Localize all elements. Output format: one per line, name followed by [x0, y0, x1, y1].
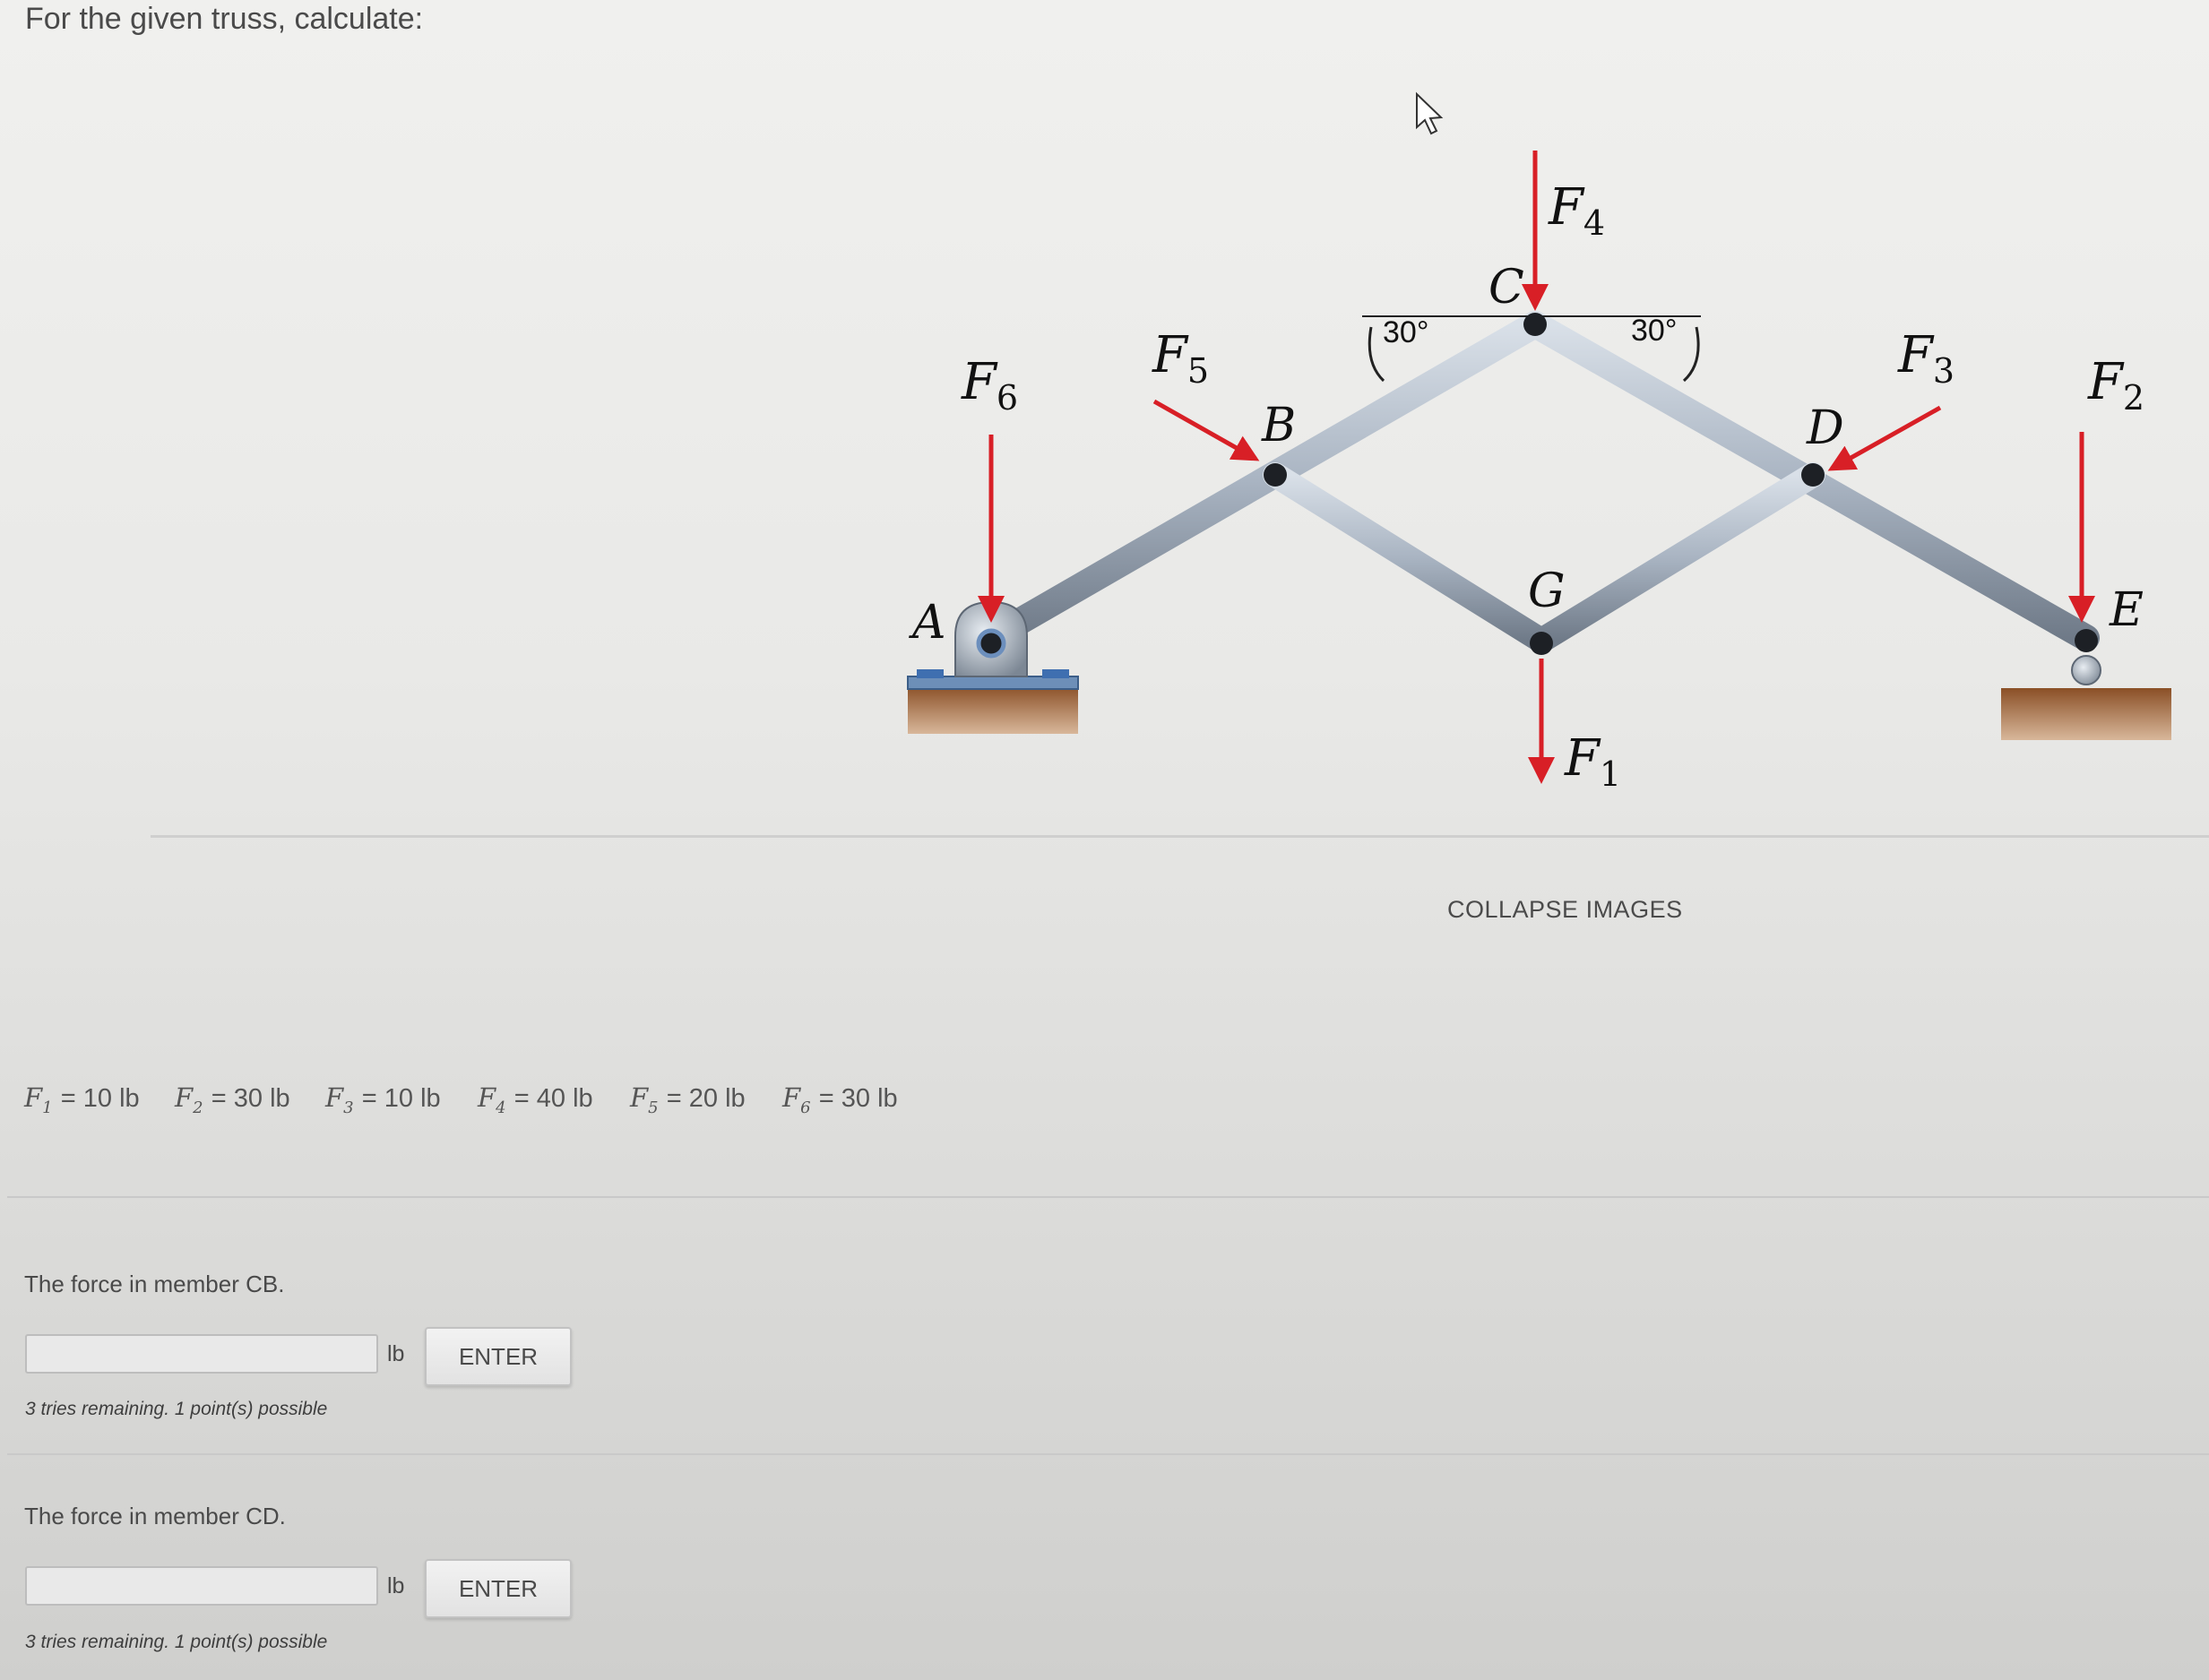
node-label-G: G [1528, 564, 1566, 618]
node-D [1801, 463, 1825, 487]
node-label-A: A [909, 596, 946, 650]
node-label-C: C [1488, 261, 1524, 314]
angle-arc-right [1682, 326, 1700, 383]
member-cd-answer-input[interactable] [25, 1566, 378, 1606]
node-label-D: D [1806, 401, 1844, 455]
member-cb-answer-input[interactable] [25, 1334, 378, 1374]
arrow-F5 [1152, 399, 1260, 461]
given-value-F5: F5 = 20 lb [630, 1082, 746, 1117]
given-value-F4: F4 = 40 lb [478, 1082, 593, 1117]
question-cb-label: The force in member CB. [24, 1271, 285, 1297]
force-label-F2: F2 [2087, 353, 2144, 418]
question-prompt: For the given truss, calculate: [25, 2, 424, 36]
mouse-cursor-icon [1416, 91, 1444, 135]
node-G [1530, 632, 1553, 655]
force-label-F6: F6 [961, 353, 1018, 418]
member-cd-enter-button[interactable]: ENTER [425, 1559, 572, 1618]
angle-left-label: 30° [1383, 315, 1428, 349]
collapse-images-link[interactable]: COLLAPSE IMAGES [1447, 896, 1683, 923]
section-divider [7, 1196, 2209, 1198]
member-BG [1263, 462, 1554, 653]
node-B [1264, 463, 1287, 487]
pin-support-A [907, 600, 1079, 734]
force-label-F4: F4 [1548, 178, 1605, 243]
truss-figure-panel: 30° 30° [151, 81, 2209, 838]
member-cd-tries-remaining: 3 tries remaining. 1 point(s) possible [25, 1632, 328, 1652]
member-AC [978, 311, 1549, 651]
member-cb-enter-button[interactable]: ENTER [425, 1327, 572, 1386]
question-divider [7, 1453, 2209, 1455]
truss-nodes [1264, 313, 2098, 655]
given-value-F1: F1 = 10 lb [24, 1082, 140, 1117]
angle-arc-left [1368, 326, 1385, 383]
arrow-F3 [1827, 405, 1942, 471]
truss-diagram: 30° 30° [907, 91, 2171, 794]
node-label-E: E [2109, 583, 2144, 637]
member-cb-unit: lb [387, 1341, 405, 1366]
force-label-F5: F5 [1152, 326, 1209, 391]
given-value-F3: F3 = 10 lb [325, 1082, 441, 1117]
member-DG [1529, 462, 1825, 653]
force-label-F1: F1 [1564, 729, 1621, 794]
force-arrows [978, 151, 2095, 784]
node-C [1523, 313, 1547, 336]
node-E [2075, 629, 2098, 652]
angle-right-label: 30° [1631, 314, 1677, 348]
given-value-F2: F2 = 30 lb [175, 1082, 290, 1117]
member-cd-unit: lb [387, 1573, 405, 1598]
node-label-B: B [1261, 399, 1296, 452]
question-cd-label: The force in member CD. [24, 1503, 286, 1529]
roller-support-E [2001, 655, 2171, 740]
member-cb-tries-remaining: 3 tries remaining. 1 point(s) possible [25, 1399, 328, 1419]
force-label-F3: F3 [1897, 326, 1954, 391]
given-value-F6: F6 = 30 lb [782, 1082, 898, 1117]
